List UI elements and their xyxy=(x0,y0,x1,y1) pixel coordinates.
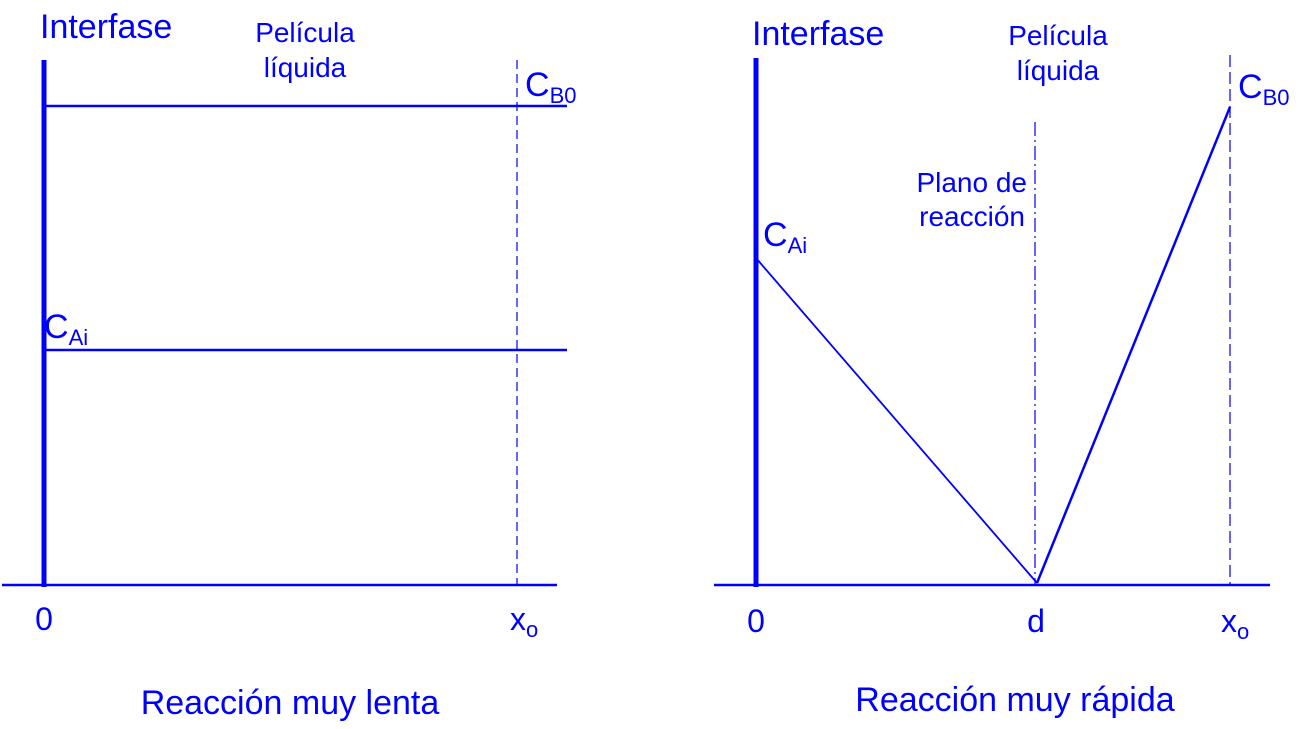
plane-label-line2: reacción xyxy=(919,201,1025,232)
cai-label: CAi xyxy=(44,308,88,350)
x-zero-label: 0 xyxy=(747,603,765,639)
panel-fast-reaction: Interfase Película líquida Plano de reac… xyxy=(714,15,1289,719)
x-zero-label: 0 xyxy=(35,601,53,637)
panel-slow-reaction: Interfase Película líquida CB0 CAi 0 xo … xyxy=(2,8,576,722)
film-label-line2: líquida xyxy=(264,52,347,83)
cb0-label: CB0 xyxy=(1238,68,1289,110)
cai-label: CAi xyxy=(763,216,807,258)
cb0-label: CB0 xyxy=(525,66,576,108)
ca-profile xyxy=(755,257,1038,584)
film-label-line1: Película xyxy=(1008,20,1108,51)
film-label-line1: Película xyxy=(255,17,355,48)
x-end-label: xo xyxy=(1221,603,1249,644)
interface-label: Interfase xyxy=(752,15,884,53)
interface-label: Interfase xyxy=(40,8,172,46)
x-d-label: d xyxy=(1027,603,1045,639)
plane-label-line1: Plano de xyxy=(916,167,1027,198)
x-end-label: xo xyxy=(510,601,538,642)
cb-profile xyxy=(1035,106,1232,584)
film-label-line2: líquida xyxy=(1017,55,1100,86)
caption: Reacción muy rápida xyxy=(855,681,1174,719)
caption: Reacción muy lenta xyxy=(141,684,440,722)
